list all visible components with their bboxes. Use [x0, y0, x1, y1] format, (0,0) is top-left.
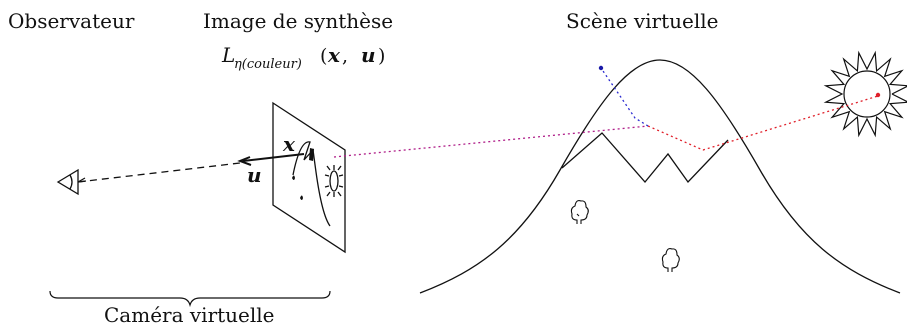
view-point — [598, 65, 604, 71]
ray-to-view-point — [600, 67, 649, 127]
point-x-label: x — [282, 132, 296, 156]
mountain-inner — [561, 132, 729, 184]
ray-image-to-scene — [333, 125, 649, 158]
direction-u-label: u — [247, 163, 262, 187]
radiance-formula: L η(couleur) ( x , u ) — [221, 43, 385, 72]
radiance-close-paren: ) — [378, 45, 385, 67]
eye-icon — [56, 168, 79, 196]
radiance-open-paren: ( — [320, 45, 327, 67]
light-source-point — [875, 92, 881, 98]
sun-icon — [823, 50, 907, 138]
projected-tree-2 — [300, 195, 303, 200]
projected-sun-icon — [324, 165, 344, 197]
direction-u-arrow — [237, 153, 305, 166]
scene-title-label: Scène virtuelle — [566, 9, 718, 33]
arrowhead-icon — [77, 177, 87, 183]
camera-brace — [49, 290, 331, 308]
view-ray-dashed — [77, 162, 241, 183]
tree-icon-1 — [570, 200, 589, 224]
pixel-marker — [309, 148, 314, 161]
tree-icon-2 — [661, 248, 680, 272]
radiance-subscript: η(couleur) — [234, 57, 302, 72]
radiance-L: L — [221, 43, 235, 67]
light-rays — [333, 67, 879, 158]
mountain-outer — [419, 59, 901, 294]
camera-label: Caméra virtuelle — [104, 303, 275, 325]
observer-label: Observateur — [8, 9, 135, 33]
ray-scene-bounce — [647, 95, 879, 151]
projected-tree-1 — [292, 175, 295, 180]
radiance-u: u — [361, 43, 376, 67]
radiance-comma: , — [342, 45, 348, 67]
image-title-label: Image de synthèse — [203, 9, 393, 33]
radiance-x: x — [327, 43, 341, 67]
image-plane — [272, 101, 346, 254]
